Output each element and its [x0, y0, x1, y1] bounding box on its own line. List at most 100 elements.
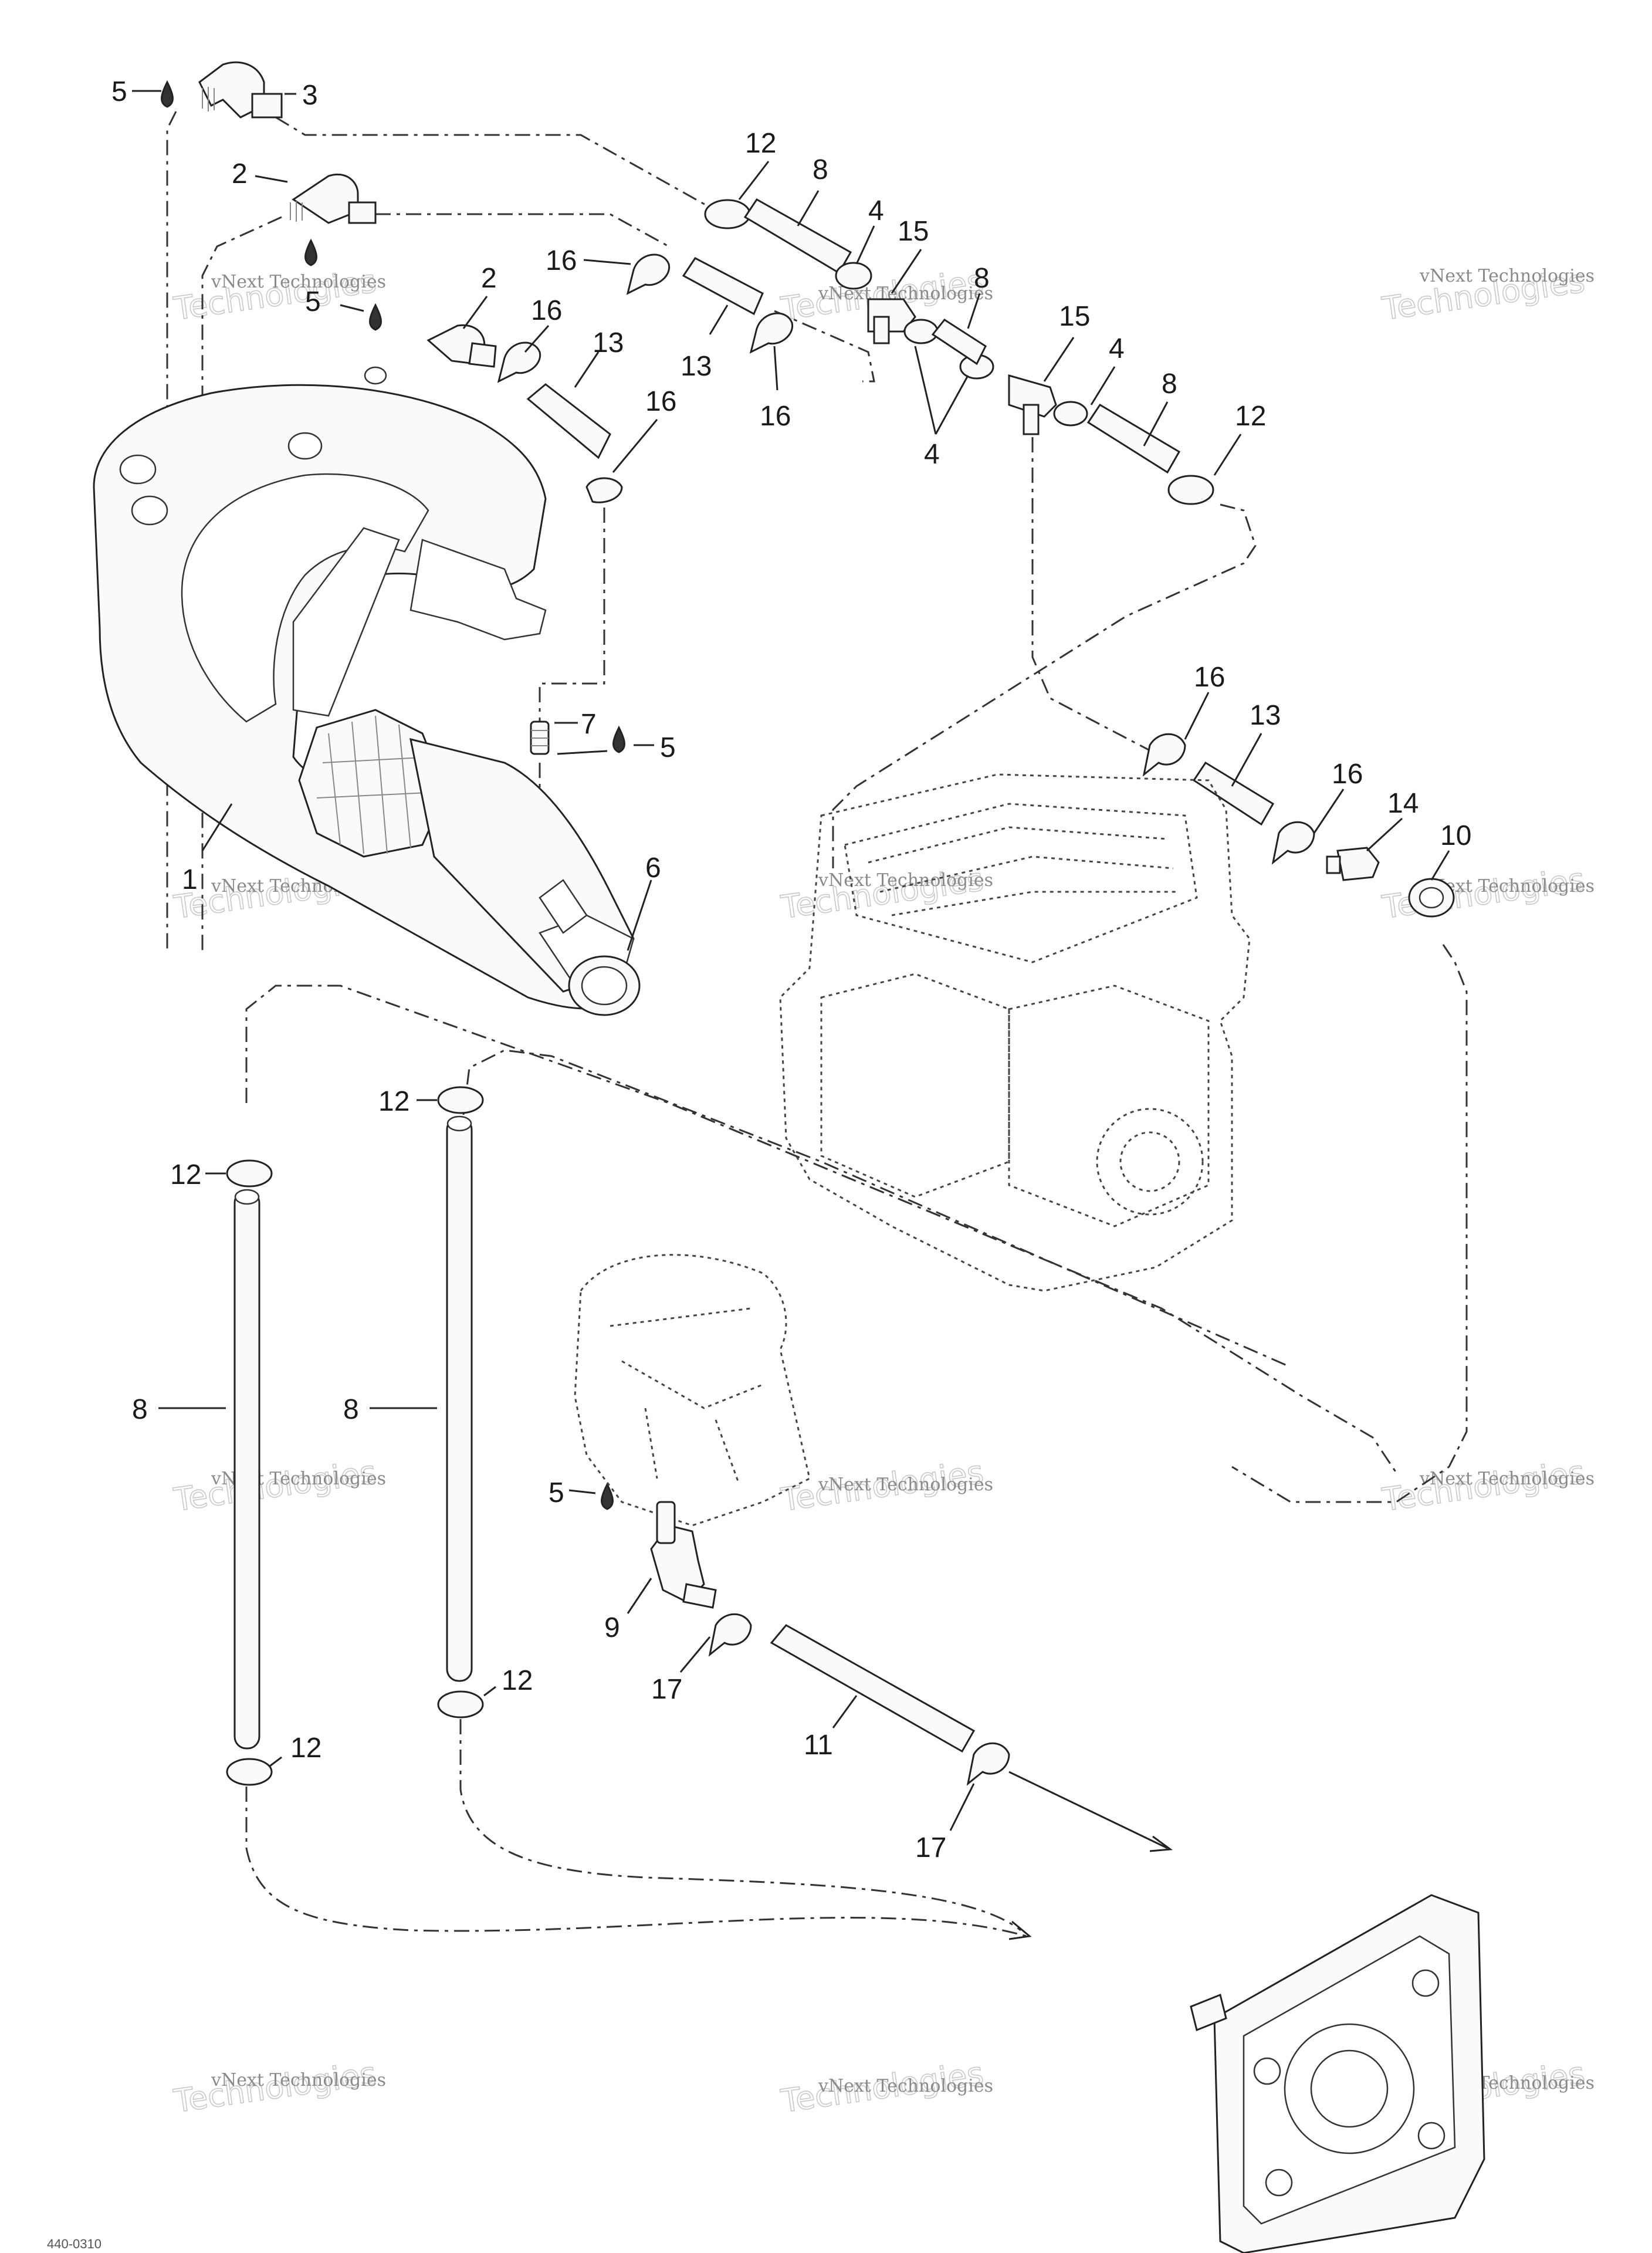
leader-line	[967, 293, 981, 329]
leader-line	[891, 249, 922, 294]
jet-pump-reference	[574, 1254, 811, 1527]
elbow-fitting-nozzle	[348, 201, 377, 224]
leader-line	[773, 346, 778, 391]
route-fitting2-to-hose13	[375, 213, 669, 248]
callout-label: 12	[502, 1665, 533, 1696]
leader-line	[583, 259, 631, 265]
hose-clip-16	[1142, 733, 1186, 777]
leader-line	[1184, 692, 1210, 740]
leader-line	[557, 744, 654, 755]
sealant-drop-icon	[601, 1482, 614, 1510]
leader-line	[1213, 434, 1242, 476]
elbow-fitting-thread	[290, 201, 303, 222]
exhaust-support-arm	[292, 527, 400, 717]
elbow-fitting-nozzle	[468, 342, 497, 368]
leader-line	[1366, 817, 1403, 852]
callout-label: 16	[546, 245, 577, 276]
elbow-fitting-9-stem	[656, 1501, 676, 1544]
exhaust-bolt-hole	[364, 366, 387, 385]
leader-line	[574, 351, 600, 388]
callout-label: 12	[745, 128, 776, 159]
leader-line	[462, 296, 488, 329]
callout-label: 16	[645, 386, 676, 417]
hose-clamp-4	[1053, 401, 1088, 427]
callout-label: 9	[604, 1612, 620, 1643]
leader-line	[855, 225, 875, 265]
hose-clamp-12	[704, 199, 751, 229]
leader-line	[914, 346, 969, 435]
hose-clamp-12	[1167, 475, 1214, 505]
fitting-14-stem	[1326, 855, 1341, 874]
leader-line	[627, 879, 652, 951]
hose-clamp-12	[226, 1159, 273, 1188]
lower-hose-assembly	[650, 1501, 1173, 1852]
hose-clip-17	[708, 1613, 752, 1657]
pump-plate	[1190, 1894, 1485, 2253]
hose-part-13	[1192, 761, 1275, 826]
callout-label: 7	[581, 709, 597, 740]
callout-label: 13	[681, 351, 712, 382]
leader-line	[832, 1695, 858, 1728]
callout-label: 16	[1194, 662, 1225, 693]
leader-line	[1231, 733, 1262, 787]
route-lower-hose8b	[462, 1049, 1291, 1368]
hose-clamp-12	[226, 1758, 273, 1786]
exhaust-mount-bracket	[409, 539, 547, 641]
route-lower-left-curve	[245, 1787, 1027, 1937]
engine-head	[844, 803, 1198, 963]
watermark-text: vNext Technologies	[818, 2076, 993, 2096]
leader-line	[255, 175, 288, 183]
leader-line	[1090, 366, 1116, 405]
elbow-fitting-body	[292, 173, 359, 224]
route-tee15-down	[1031, 437, 1174, 764]
hose-clamp-4	[903, 319, 939, 344]
fitting-7-thread	[531, 730, 549, 746]
pump-plate-bolt	[1411, 1969, 1440, 1997]
watermark: Technologies vNext Technologies	[778, 860, 993, 926]
watermark-text: vNext Technologies	[211, 272, 386, 292]
callout-label: 6	[645, 853, 661, 884]
hose-part-13b	[526, 383, 611, 459]
lower-hoses	[226, 1086, 1032, 1940]
tee-fitting-15	[1008, 374, 1057, 418]
hose-part-13	[682, 257, 764, 316]
route-fitting3-left	[166, 111, 177, 950]
watermark: Technologies vNext Technologies	[778, 1453, 993, 1518]
pump-plate-shaft	[1190, 1993, 1227, 2032]
pump-plate-bolt	[1417, 2122, 1446, 2150]
hose-part-8	[446, 1117, 473, 1682]
callout-label: 14	[1387, 788, 1419, 819]
callout-label: 12	[378, 1086, 409, 1117]
leader-line	[1043, 337, 1075, 382]
callout-label: 16	[760, 401, 791, 432]
leader-line	[709, 305, 729, 335]
hose-clamp-4	[835, 262, 872, 290]
callout-label: 5	[660, 732, 676, 763]
hose-part-8	[931, 319, 987, 366]
route-hose16-to-fitting7	[539, 508, 605, 722]
cap-10-inner	[1419, 887, 1444, 909]
watermark: Technologies vNext Technologies	[778, 2054, 993, 2120]
watermark: Technologies vNext Technologies	[1379, 262, 1595, 327]
leader-line	[483, 1686, 496, 1697]
callout-label: 16	[531, 295, 562, 326]
callout-label: 17	[651, 1674, 682, 1705]
watermark-text: vNext Technologies	[1419, 1469, 1595, 1489]
callout-label: 3	[302, 80, 318, 111]
tee-fitting-15-stem	[1023, 404, 1040, 435]
hose-8-end	[234, 1189, 260, 1205]
hose-clip-16	[497, 341, 541, 383]
engine-cylinder	[1008, 985, 1210, 1227]
engine-flywheel-inner	[1119, 1131, 1180, 1192]
jet-housing-outline	[574, 1254, 811, 1527]
callout-label: 8	[1162, 368, 1177, 400]
hose-part-11	[770, 1624, 976, 1753]
engine-head-detail	[868, 826, 1179, 916]
exhaust-bolt-hole	[287, 432, 323, 460]
exhaust-pipe-part-1	[93, 366, 641, 1016]
engine-cylinder	[820, 973, 1010, 1198]
leader-line	[1143, 401, 1169, 446]
callout-label: 1	[182, 864, 198, 895]
leader-line	[1313, 789, 1345, 834]
engine-outline	[779, 773, 1251, 1292]
